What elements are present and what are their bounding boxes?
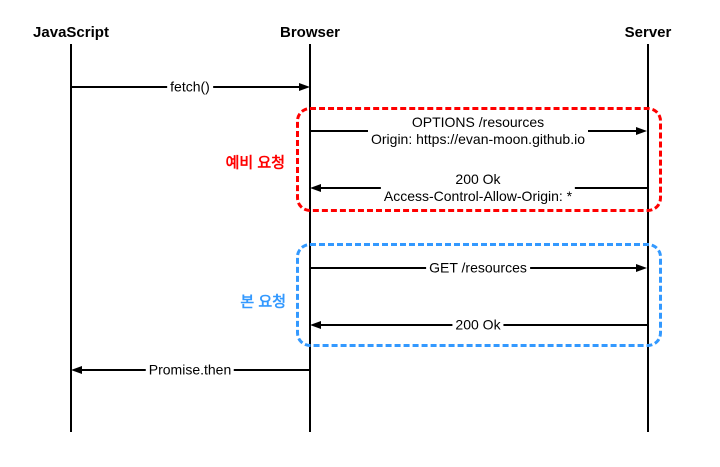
actor-label-javascript: JavaScript xyxy=(33,24,109,41)
main-request-group-box xyxy=(296,243,662,347)
main-request-group-label: 본 요청 xyxy=(238,290,288,312)
promise-message-text: Promise.then xyxy=(148,361,232,378)
main-response-arrowhead-icon xyxy=(310,320,321,329)
promise-message-label: Promise.then xyxy=(145,361,235,379)
main-request-arrowhead-icon xyxy=(636,263,647,272)
actor-label-server: Server xyxy=(624,24,672,41)
lifeline-javascript xyxy=(70,44,72,432)
preflight-group-box xyxy=(296,107,662,212)
lifeline-server xyxy=(647,44,649,432)
main-request-message-label: GET /resources xyxy=(426,259,530,277)
main-response-text: 200 Ok xyxy=(455,316,501,333)
preflight-response-message-label: 200 Ok Access-Control-Allow-Origin: * xyxy=(380,171,576,205)
lifeline-browser xyxy=(309,44,311,432)
main-request-text: GET /resources xyxy=(429,259,527,276)
fetch-message-label: fetch() xyxy=(167,78,213,96)
promise-arrowhead-icon xyxy=(71,365,82,374)
preflight-group-label: 예비 요청 xyxy=(223,151,287,173)
preflight-response-line1: 200 Ok xyxy=(455,171,501,188)
preflight-request-arrowhead-icon xyxy=(636,126,647,135)
fetch-arrowhead-icon xyxy=(299,82,310,91)
main-response-message-label: 200 Ok xyxy=(452,316,504,334)
preflight-request-line1: OPTIONS /resources xyxy=(411,114,545,131)
fetch-message-text: fetch() xyxy=(170,78,210,95)
preflight-response-line2: Access-Control-Allow-Origin: * xyxy=(383,188,573,204)
preflight-request-line2: Origin: https://evan-moon.github.io xyxy=(370,131,586,147)
actor-label-browser: Browser xyxy=(279,24,341,41)
preflight-response-arrowhead-icon xyxy=(310,183,321,192)
preflight-request-message-label: OPTIONS /resources Origin: https://evan-… xyxy=(367,114,589,148)
